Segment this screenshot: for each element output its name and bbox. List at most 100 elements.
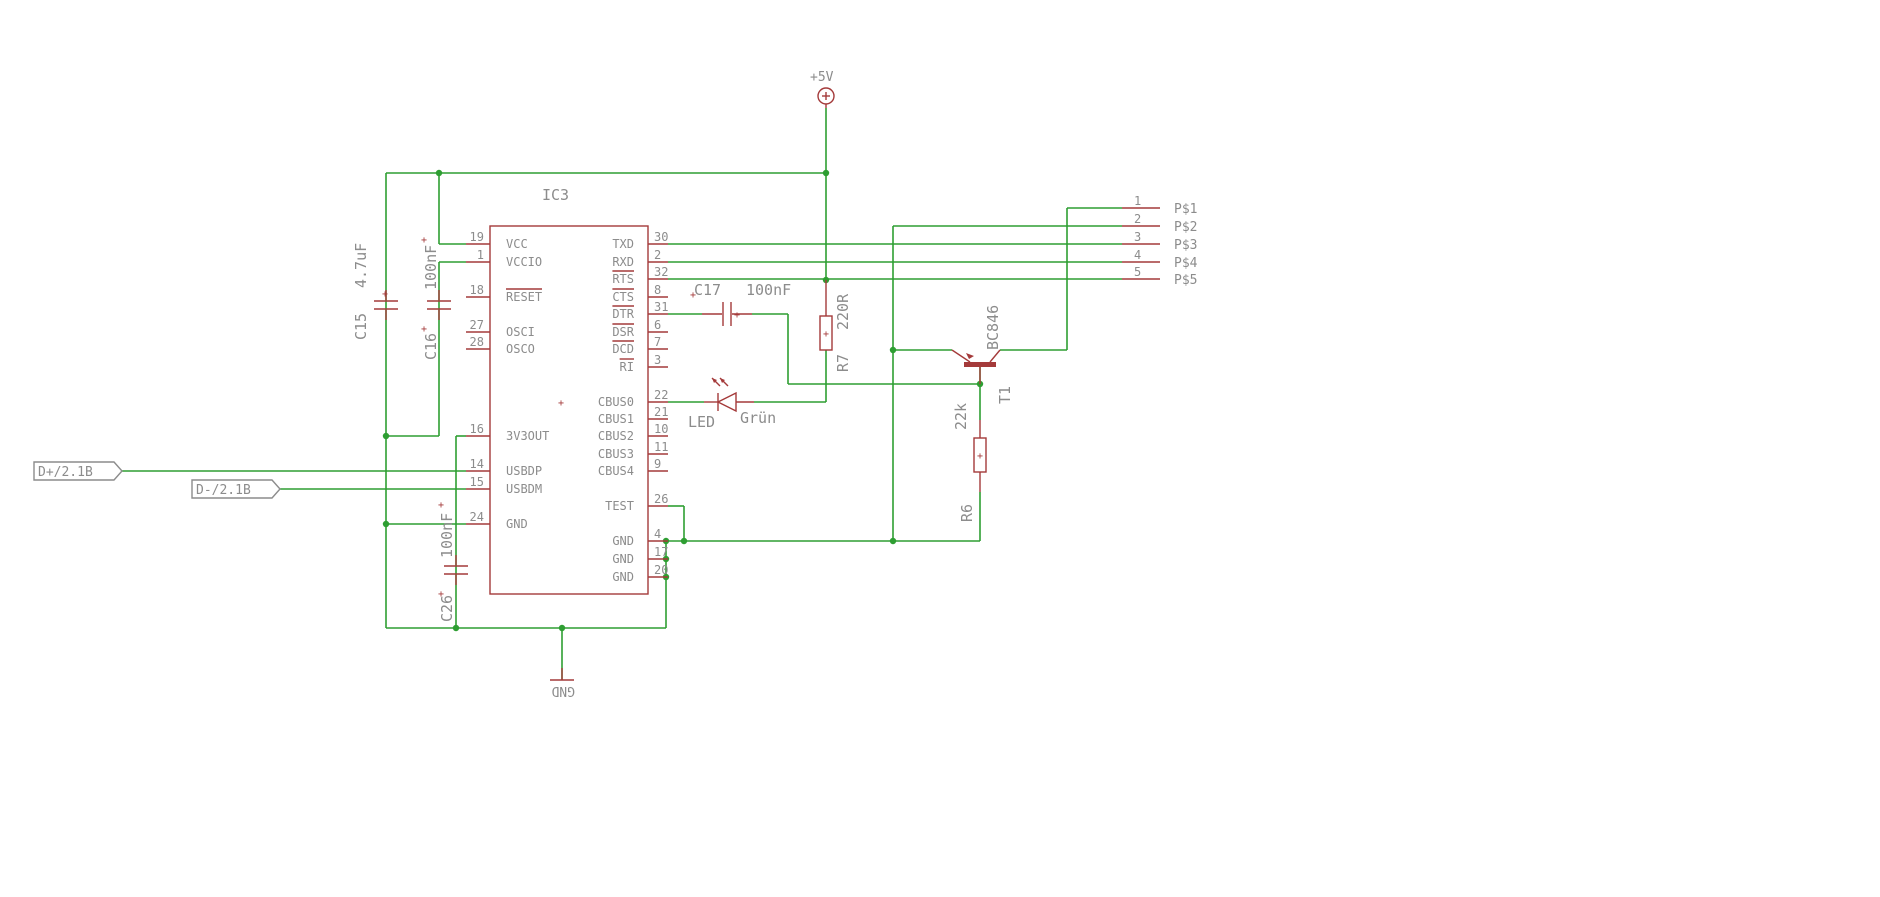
pin-name: TXD — [612, 237, 634, 251]
pin-number: 14 — [470, 457, 484, 471]
pin-number: 28 — [470, 335, 484, 349]
pin-number: 16 — [470, 422, 484, 436]
pin-number: 31 — [654, 300, 668, 314]
pin-number: 3 — [1134, 230, 1141, 244]
pin-name: CBUS2 — [598, 429, 634, 443]
pin-name: VCCIO — [506, 255, 542, 269]
pin-number: 8 — [654, 283, 661, 297]
vcc-label: +5V — [810, 70, 834, 85]
transistor-t1: BC846 T1 — [951, 305, 1014, 404]
pin-number: 18 — [470, 283, 484, 297]
resistor-r7: + 220R R7 — [819, 280, 852, 372]
t1-value: BC846 — [984, 305, 1002, 350]
connector-pin-4: 4P$4 — [1122, 248, 1198, 271]
connector-pin-1: 1P$1 — [1122, 194, 1197, 217]
svg-text:+: + — [421, 235, 427, 246]
svg-text:+: + — [823, 329, 829, 340]
svg-text:+: + — [438, 500, 444, 511]
junction-dot — [382, 520, 390, 528]
capacitor-c15: + C15 4.7uF — [352, 243, 398, 340]
resistor-r6: + 22k R6 — [952, 403, 987, 522]
pin-name: DTR — [612, 307, 634, 321]
r7-name: R7 — [834, 354, 852, 372]
pin-name: GND — [506, 517, 528, 531]
c16-name: C16 — [422, 333, 440, 360]
pin-name: P$1 — [1174, 202, 1197, 217]
ic3-right-pins: 30TXD2RXD32RTS8CTS31DTR6DSR7DCD3RI22CBUS… — [598, 230, 669, 584]
pin-number: 30 — [654, 230, 668, 244]
pin-name: RI — [620, 360, 634, 374]
pin-number: 21 — [654, 405, 668, 419]
c16-value: 100nF — [422, 245, 440, 290]
junction-dot — [382, 432, 390, 440]
pin-name: USBDM — [506, 482, 542, 496]
pin-name: CTS — [612, 290, 634, 304]
ic3-pin-ri-3: 3RI — [620, 353, 668, 374]
port-dminus: D-/2.1B — [191, 479, 281, 499]
pin-number: 24 — [470, 510, 484, 524]
svg-text:+: + — [734, 310, 740, 321]
pin-number: 15 — [470, 475, 484, 489]
dplus-label: D+/2.1B — [38, 465, 93, 480]
c26-value: 100nF — [438, 513, 456, 558]
t1-name: T1 — [996, 386, 1014, 404]
c26-name: C26 — [438, 595, 456, 622]
svg-text:+: + — [977, 451, 983, 462]
pin-number: 22 — [654, 388, 668, 402]
pin-number: 4 — [1134, 248, 1141, 262]
c15-name: C15 — [352, 313, 370, 340]
pin-name: VCC — [506, 237, 528, 251]
pin-name: P$4 — [1174, 256, 1198, 271]
junction-dot — [889, 346, 897, 354]
pin-number: 5 — [1134, 265, 1141, 279]
r6-name: R6 — [958, 504, 976, 522]
svg-text:+: + — [690, 290, 696, 301]
pin-number: 10 — [654, 422, 668, 436]
led-name: LED — [688, 413, 715, 431]
svg-text:+: + — [438, 589, 444, 600]
junction-dot — [680, 537, 688, 545]
pin-name: TEST — [605, 499, 634, 513]
capacitor-c17: + C17 100nF + — [690, 281, 791, 326]
pin-number: 2 — [1134, 212, 1141, 226]
pin-name: CBUS0 — [598, 395, 634, 409]
junction-dot — [558, 624, 566, 632]
pin-number: 1 — [477, 248, 484, 262]
pin-number: 26 — [654, 492, 668, 506]
svg-text:+: + — [382, 289, 388, 300]
pin-name: CBUS3 — [598, 447, 634, 461]
pin-number: 11 — [654, 440, 668, 454]
pin-number: 19 — [470, 230, 484, 244]
pin-number: 3 — [654, 353, 661, 367]
pin-name: GND — [612, 570, 634, 584]
gnd-supply-symbol: GND — [550, 668, 575, 698]
pin-name: CBUS4 — [598, 464, 634, 478]
junctions — [382, 169, 984, 632]
pin-name: RESET — [506, 290, 542, 304]
svg-text:+: + — [558, 398, 564, 409]
pin-name: P$5 — [1174, 273, 1197, 288]
pin-number: 32 — [654, 265, 668, 279]
